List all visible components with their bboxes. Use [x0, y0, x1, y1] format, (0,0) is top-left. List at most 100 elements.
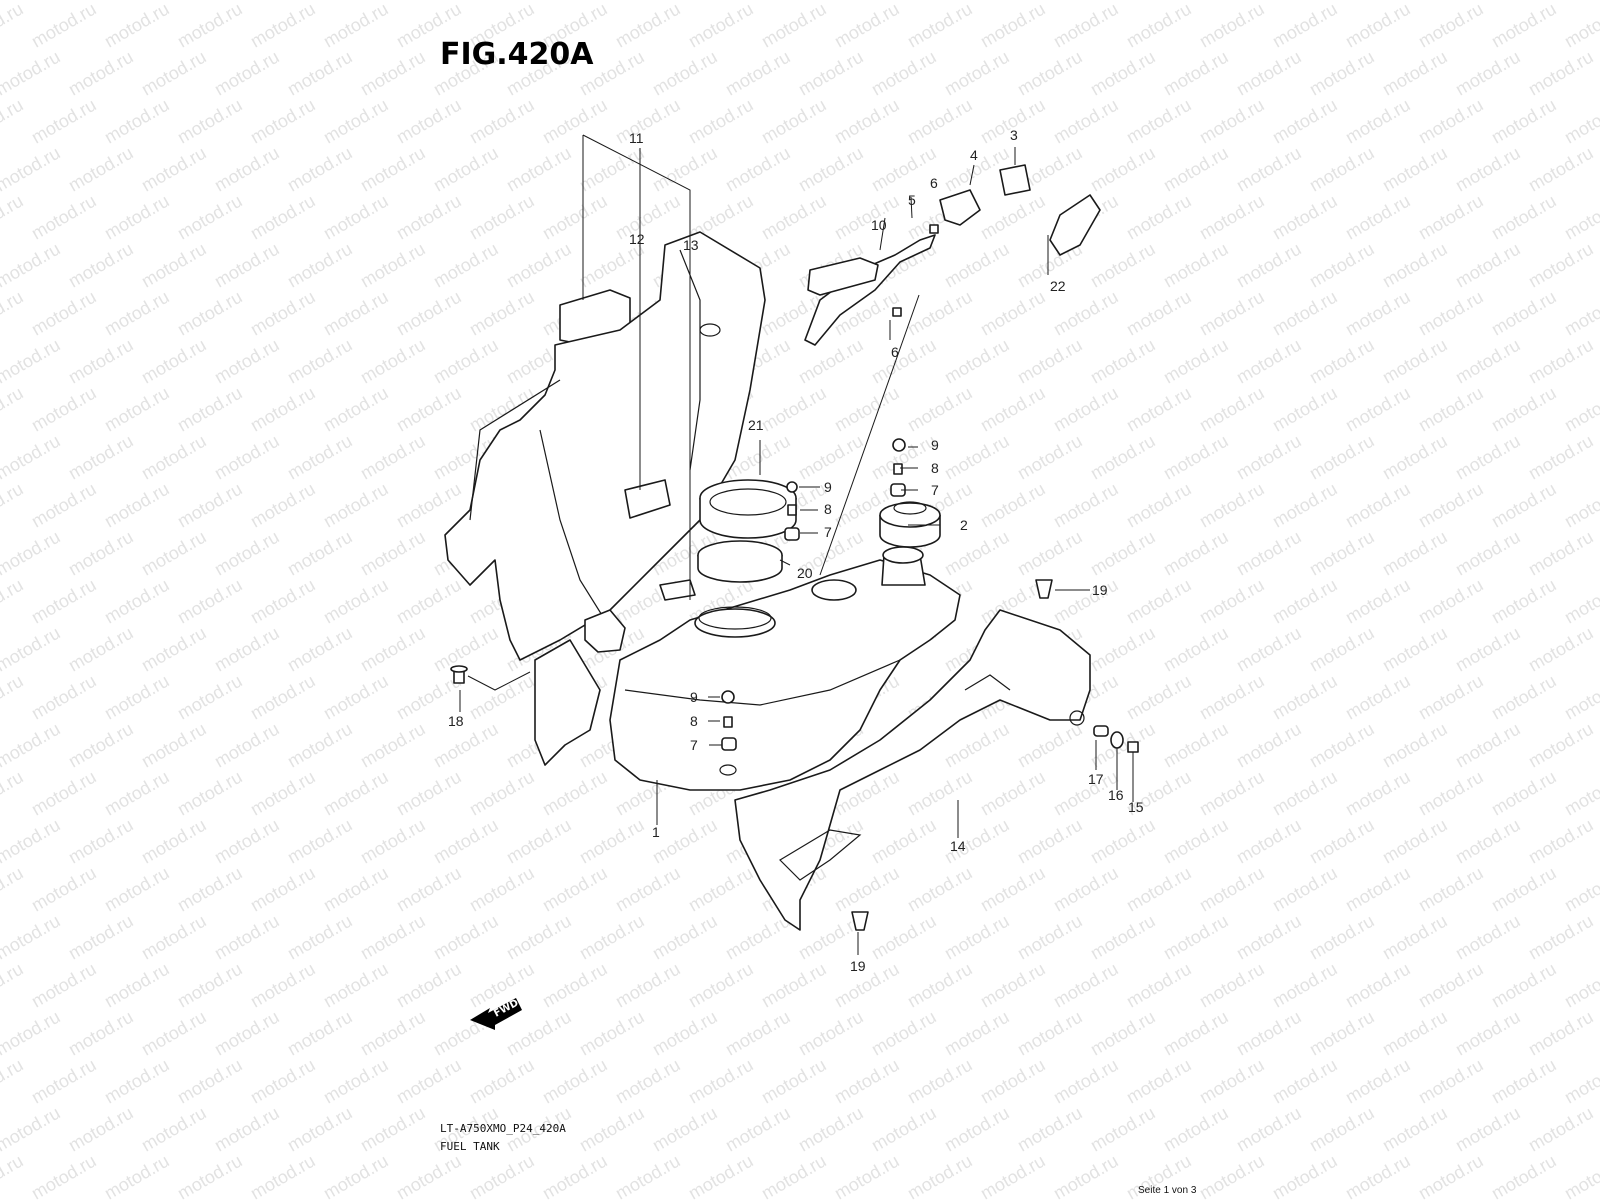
- watermark-text: motod.ru: [1306, 335, 1378, 388]
- callout-22: 22: [1050, 278, 1066, 294]
- watermark-text: motod.ru: [247, 1151, 319, 1200]
- callout-19-right: 19: [1092, 582, 1108, 598]
- watermark-text: motod.ru: [284, 527, 356, 580]
- watermark-text: motod.ru: [1233, 239, 1305, 292]
- watermark-text: motod.ru: [1306, 1007, 1378, 1060]
- watermark-text: motod.ru: [612, 191, 684, 244]
- watermark-text: motod.ru: [284, 1007, 356, 1060]
- watermark-text: motod.ru: [1160, 47, 1232, 100]
- watermark-text: motod.ru: [466, 191, 538, 244]
- callout-20: 20: [797, 565, 813, 581]
- watermark-text: motod.ru: [1561, 671, 1600, 724]
- watermark-text: motod.ru: [1488, 0, 1560, 51]
- watermark-text: motod.ru: [211, 431, 283, 484]
- watermark-text: motod.ru: [138, 623, 210, 676]
- callout-17: 17: [1088, 771, 1104, 787]
- watermark-text: motod.ru: [357, 719, 429, 772]
- watermark-text: motod.ru: [1196, 191, 1268, 244]
- watermark-text: motod.ru: [1561, 95, 1600, 148]
- watermark-text: motod.ru: [1379, 527, 1451, 580]
- callout-13: 13: [683, 237, 699, 253]
- watermark-text: motod.ru: [1452, 527, 1524, 580]
- watermark-text: motod.ru: [1196, 1151, 1268, 1200]
- callout-8-cap: 8: [931, 460, 939, 476]
- watermark-text: motod.ru: [1160, 1007, 1232, 1060]
- watermark-text: motod.ru: [357, 1007, 429, 1060]
- watermark-text: motod.ru: [941, 0, 1013, 3]
- watermark-text: motod.ru: [1415, 0, 1487, 51]
- watermark-text: motod.ru: [1561, 1151, 1600, 1200]
- watermark-text: motod.ru: [1561, 863, 1600, 916]
- watermark-text: motod.ru: [1488, 191, 1560, 244]
- watermark-text: motod.ru: [977, 383, 1049, 436]
- watermark-text: motod.ru: [1123, 383, 1195, 436]
- watermark-text: motod.ru: [1123, 191, 1195, 244]
- watermark-text: motod.ru: [868, 143, 940, 196]
- watermark-text: motod.ru: [138, 1103, 210, 1156]
- watermark-text: motod.ru: [28, 575, 100, 628]
- watermark-text: motod.ru: [1342, 863, 1414, 916]
- watermark-text: motod.ru: [576, 1103, 648, 1156]
- watermark-text: motod.ru: [1306, 143, 1378, 196]
- watermark-text: motod.ru: [539, 1151, 611, 1200]
- watermark-text: motod.ru: [357, 815, 429, 868]
- watermark-text: motod.ru: [1014, 335, 1086, 388]
- watermark-text: motod.ru: [284, 623, 356, 676]
- watermark-text: motod.ru: [1123, 287, 1195, 340]
- fuel-cap: [879, 501, 941, 548]
- tank-holder-frame: [734, 609, 1091, 931]
- watermark-text: motod.ru: [466, 1055, 538, 1108]
- watermark-text: motod.ru: [28, 671, 100, 724]
- watermark-text: motod.ru: [868, 431, 940, 484]
- watermark-text: motod.ru: [722, 1103, 794, 1156]
- watermark-text: motod.ru: [357, 239, 429, 292]
- watermark-text: motod.ru: [685, 959, 757, 1012]
- watermark-text: motod.ru: [795, 0, 867, 3]
- callout-18: 18: [448, 713, 464, 729]
- watermark-text: motod.ru: [1123, 575, 1195, 628]
- watermark-text: motod.ru: [722, 0, 794, 3]
- watermark-text: motod.ru: [1415, 575, 1487, 628]
- fuel-pump-seal: [697, 540, 783, 583]
- watermark-text: motod.ru: [174, 1055, 246, 1108]
- watermark-text: motod.ru: [1488, 383, 1560, 436]
- watermark-text: motod.ru: [1379, 0, 1451, 3]
- watermark-text: motod.ru: [247, 95, 319, 148]
- watermark-text: motod.ru: [722, 1007, 794, 1060]
- watermark-text: motod.ru: [1488, 1055, 1560, 1108]
- figure-caption: FUEL TANK: [440, 1140, 500, 1153]
- watermark-text: motod.ru: [65, 431, 137, 484]
- watermark-text: motod.ru: [503, 143, 575, 196]
- watermark-text: motod.ru: [65, 1103, 137, 1156]
- watermark-text: motod.ru: [1050, 0, 1122, 51]
- watermark-text: motod.ru: [1561, 479, 1600, 532]
- watermark-text: motod.ru: [1087, 143, 1159, 196]
- watermark-text: motod.ru: [649, 0, 721, 3]
- watermark-text: motod.ru: [1050, 575, 1122, 628]
- watermark-text: motod.ru: [284, 719, 356, 772]
- watermark-text: motod.ru: [0, 623, 64, 676]
- watermark-text: motod.ru: [0, 383, 27, 436]
- watermark-text: motod.ru: [576, 1007, 648, 1060]
- watermark-text: motod.ru: [320, 1151, 392, 1200]
- watermark-text: motod.ru: [0, 1055, 27, 1108]
- watermark-text: motod.ru: [1269, 959, 1341, 1012]
- watermark-text: motod.ru: [1342, 287, 1414, 340]
- watermark-text: motod.ru: [758, 1055, 830, 1108]
- watermark-text: motod.ru: [1306, 47, 1378, 100]
- watermark-text: motod.ru: [1525, 527, 1597, 580]
- watermark-text: motod.ru: [101, 959, 173, 1012]
- watermark-text: motod.ru: [1014, 1103, 1086, 1156]
- watermark-text: motod.ru: [1452, 815, 1524, 868]
- callout-8-tank: 8: [690, 713, 698, 729]
- watermark-text: motod.ru: [1525, 1103, 1597, 1156]
- watermark-text: motod.ru: [1415, 1055, 1487, 1108]
- watermark-text: motod.ru: [1415, 191, 1487, 244]
- watermark-text: motod.ru: [174, 767, 246, 820]
- watermark-text: motod.ru: [1525, 0, 1597, 3]
- watermark-text: motod.ru: [1379, 719, 1451, 772]
- watermark-text: motod.ru: [320, 1055, 392, 1108]
- watermark-text: motod.ru: [795, 1007, 867, 1060]
- watermark-text: motod.ru: [28, 0, 100, 51]
